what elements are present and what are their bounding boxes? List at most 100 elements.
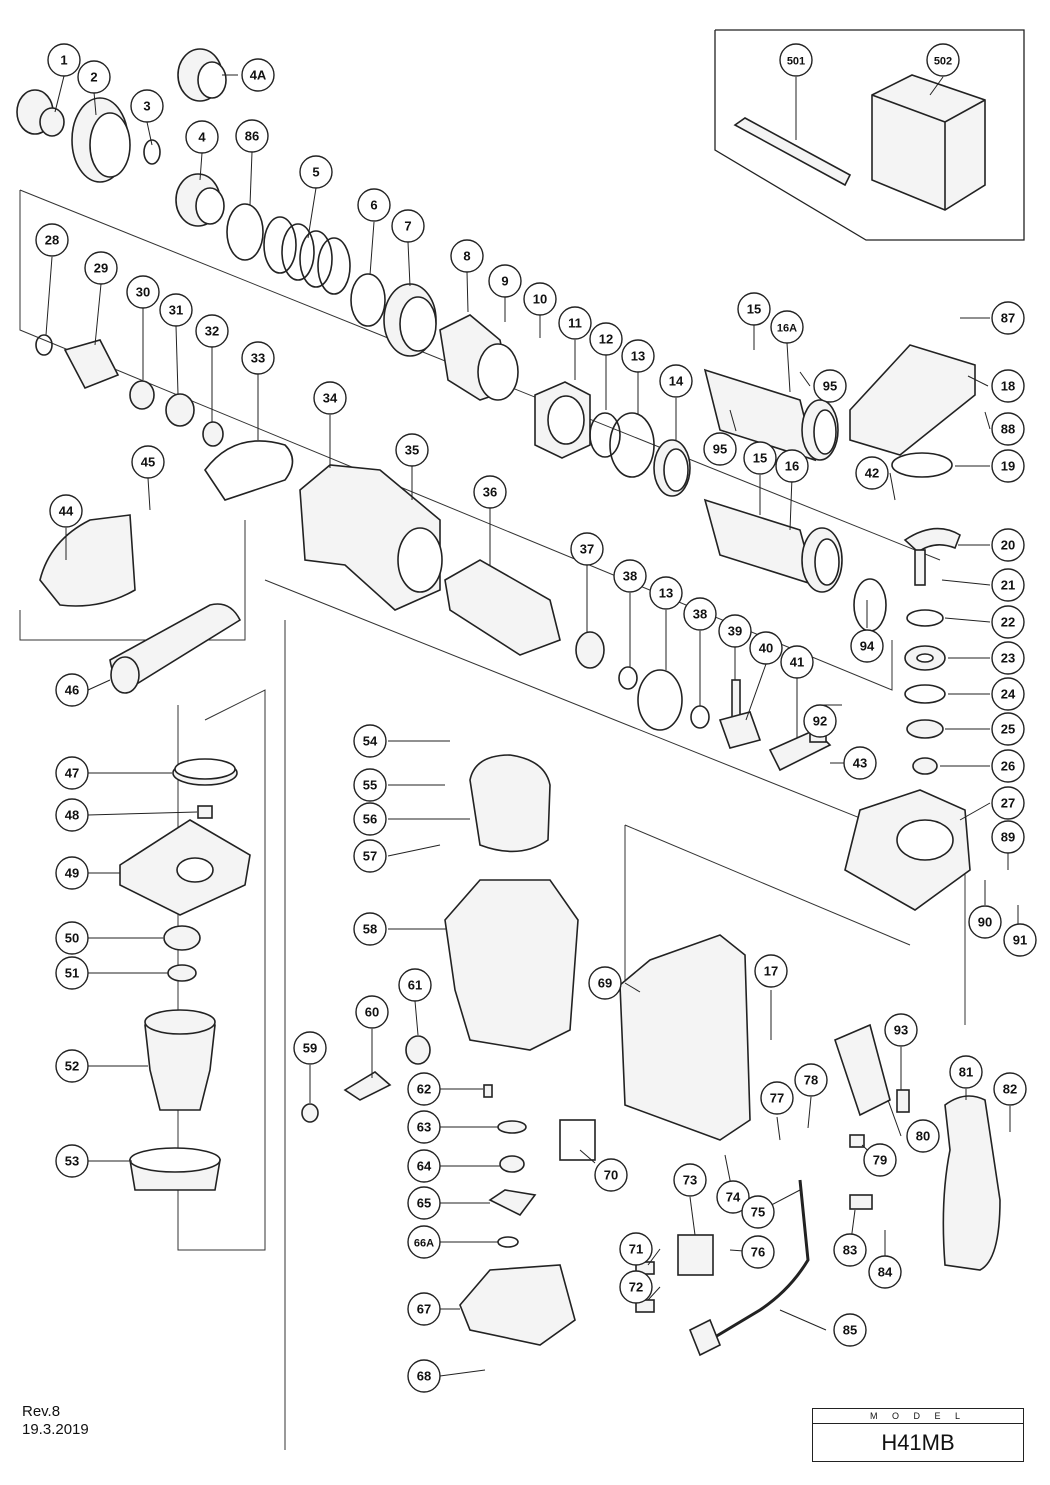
callout-text: 4	[198, 130, 206, 145]
callout-15: 15	[743, 441, 777, 475]
callout-16: 16	[775, 449, 809, 483]
callout-text: 77	[770, 1091, 784, 1106]
callout-23: 23	[991, 641, 1025, 675]
callout-text: 16	[785, 459, 799, 474]
callout-text: 54	[363, 734, 378, 749]
callout-10: 10	[523, 282, 557, 316]
callout-text: 17	[764, 964, 778, 979]
callout-68: 68	[407, 1359, 441, 1393]
callout-21: 21	[991, 568, 1025, 602]
callout-34: 34	[313, 381, 347, 415]
callout-93: 93	[884, 1013, 918, 1047]
callout-77: 77	[760, 1081, 794, 1115]
callout-text: 72	[629, 1280, 643, 1295]
callout-3: 3	[130, 89, 164, 123]
callout-text: 8	[463, 249, 470, 264]
callout-text: 69	[598, 976, 612, 991]
callout-text: 15	[753, 451, 767, 466]
callout-text: 35	[405, 443, 419, 458]
callout-33: 33	[241, 341, 275, 375]
callout-text: 16A	[777, 323, 797, 335]
callout-11: 11	[558, 306, 592, 340]
callout-80: 80	[906, 1119, 940, 1153]
callout-text: 95	[823, 379, 837, 394]
callout-text: 29	[94, 261, 108, 276]
callout-54: 54	[353, 724, 387, 758]
callout-text: 33	[251, 351, 265, 366]
callout-56: 56	[353, 802, 387, 836]
callout-text: 40	[759, 641, 773, 656]
callout-text: 23	[1001, 651, 1015, 666]
callout-72: 72	[619, 1270, 653, 1304]
callout-text: 75	[751, 1205, 765, 1220]
callout-text: 91	[1013, 933, 1027, 948]
callout-text: 89	[1001, 830, 1015, 845]
callout-text: 14	[669, 374, 684, 389]
callout-53: 53	[55, 1144, 89, 1178]
callout-2: 2	[77, 60, 111, 94]
callout-text: 55	[363, 778, 377, 793]
callout-37: 37	[570, 532, 604, 566]
callout-text: 10	[533, 292, 547, 307]
callout-text: 39	[728, 624, 742, 639]
callout-28: 28	[35, 223, 69, 257]
callout-text: 38	[623, 569, 637, 584]
callout-82: 82	[993, 1072, 1027, 1106]
callout-text: 50	[65, 931, 79, 946]
callout-text: 68	[417, 1369, 431, 1384]
callout-text: 13	[659, 586, 673, 601]
callout-text: 2	[90, 70, 97, 85]
callout-65: 65	[407, 1186, 441, 1220]
callout-text: 13	[631, 349, 645, 364]
callout-35: 35	[395, 433, 429, 467]
model-name: H41MB	[881, 1430, 955, 1455]
callout-76: 76	[741, 1235, 775, 1269]
callout-text: 62	[417, 1082, 431, 1097]
callout-text: 80	[916, 1129, 930, 1144]
callout-25: 25	[991, 712, 1025, 746]
callout-text: 32	[205, 324, 219, 339]
callout-text: 76	[751, 1245, 765, 1260]
callout-17: 17	[754, 954, 788, 988]
callout-text: 36	[483, 485, 497, 500]
callout-text: 57	[363, 849, 377, 864]
callout-text: 15	[747, 302, 761, 317]
callout-text: 49	[65, 866, 79, 881]
callout-text: 59	[303, 1041, 317, 1056]
callout-85: 85	[833, 1313, 867, 1347]
callout-text: 86	[245, 129, 259, 144]
callout-text: 37	[580, 542, 594, 557]
callout-83: 83	[833, 1233, 867, 1267]
callout-text: 79	[873, 1153, 887, 1168]
callout-text: 43	[853, 756, 867, 771]
callout-text: 84	[878, 1265, 893, 1280]
callout-22: 22	[991, 605, 1025, 639]
revision-text: Rev.8	[22, 1403, 61, 1420]
callout-text: 58	[363, 922, 377, 937]
callout-64: 64	[407, 1149, 441, 1183]
accessory-box-outline	[714, 29, 1025, 241]
callout-text: 25	[1001, 722, 1015, 737]
callout-text: 47	[65, 766, 79, 781]
callout-text: 85	[843, 1323, 857, 1338]
callout-88: 88	[991, 412, 1025, 446]
callout-46: 46	[55, 673, 89, 707]
callout-text: 5	[312, 165, 319, 180]
callout-text: 28	[45, 233, 59, 248]
callout-66A: 66A	[407, 1225, 441, 1259]
callout-84: 84	[868, 1255, 902, 1289]
callout-text: 61	[408, 978, 422, 993]
callout-text: 74	[726, 1190, 741, 1205]
callout-4: 4	[185, 120, 219, 154]
callout-74: 74	[716, 1180, 750, 1214]
callout-87: 87	[991, 301, 1025, 335]
callout-52: 52	[55, 1049, 89, 1083]
callout-43: 43	[843, 746, 877, 780]
callout-text: 48	[65, 808, 79, 823]
callout-text: 27	[1001, 796, 1015, 811]
callout-48: 48	[55, 798, 89, 832]
callout-57: 57	[353, 839, 387, 873]
callout-13: 13	[649, 576, 683, 610]
callout-text: 12	[599, 332, 613, 347]
